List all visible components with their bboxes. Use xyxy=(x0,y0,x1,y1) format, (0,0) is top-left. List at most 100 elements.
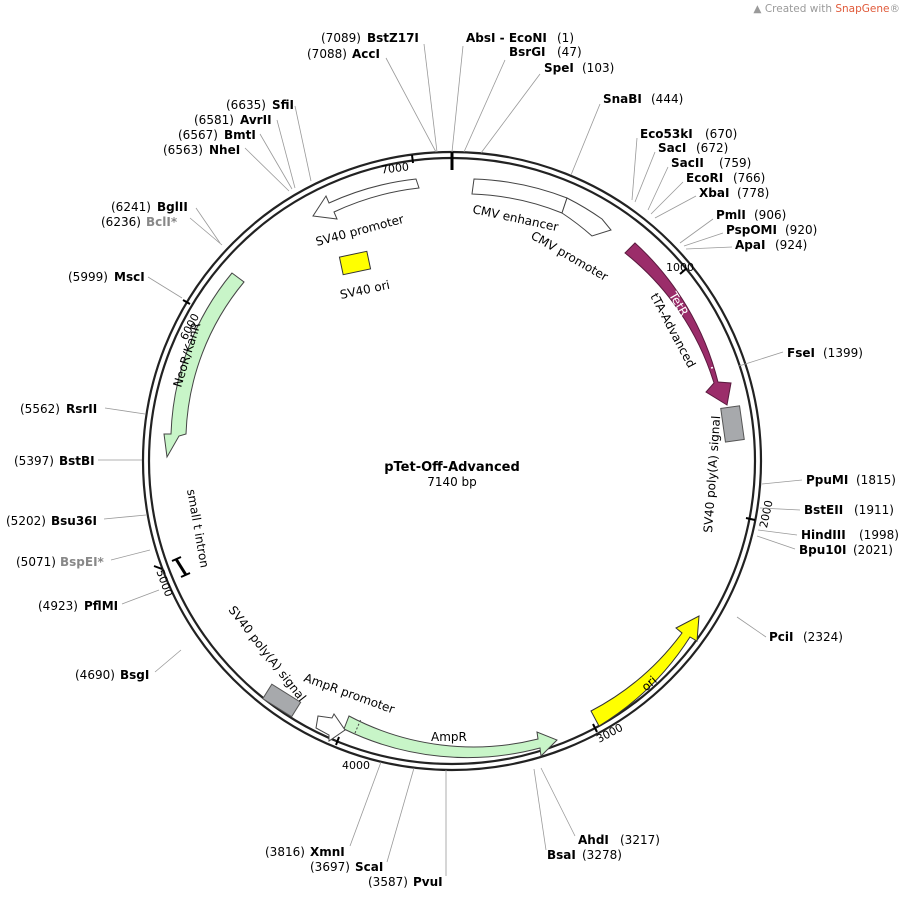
tick-1000-mark xyxy=(679,267,688,275)
small-t-intron-label: small t intron xyxy=(184,488,212,569)
site-name-spei: SpeI xyxy=(544,61,574,75)
site-connector xyxy=(294,105,312,182)
site-connector xyxy=(759,507,801,511)
site-pos-ppumi: (1815) xyxy=(856,473,896,487)
site-name-bsrgi: BsrGI xyxy=(509,45,546,59)
site-connector xyxy=(110,549,151,561)
site-pos-hindiii: (1998) xyxy=(859,528,899,542)
tick-2000: 2000 xyxy=(757,499,776,529)
site-connector xyxy=(634,151,656,203)
ampr-label: AmpR xyxy=(431,730,467,744)
site-pos-bspei: (5071) xyxy=(16,555,56,569)
neor-kanr-feature xyxy=(163,272,245,459)
tick-5000-mark xyxy=(153,565,163,570)
sv40-polya-right-feature xyxy=(720,405,745,443)
tick-7000-mark xyxy=(411,154,414,164)
site-pos-absi-econi: (1) xyxy=(557,31,574,45)
site-name-avrii: AvrII xyxy=(240,113,272,127)
sv40-polya-right-label: SV40 poly(A) signal xyxy=(701,415,723,533)
site-pos-apai: (924) xyxy=(775,238,807,252)
site-connector xyxy=(349,761,382,847)
site-name-bpu10i: Bpu10I xyxy=(799,543,846,557)
site-pos-sacii: (759) xyxy=(719,156,751,170)
tetr-junction xyxy=(710,363,727,369)
cmv-promoter-label: CMV promoter xyxy=(529,228,611,283)
ori-feature xyxy=(590,615,700,727)
site-name-bsu36i: Bsu36I xyxy=(51,514,97,528)
site-connector xyxy=(757,529,798,536)
site-pos-xmni: (3816) xyxy=(265,845,305,859)
site-connector xyxy=(451,45,464,153)
site-connector xyxy=(463,59,506,153)
site-name-ahdi: AhdI xyxy=(578,833,609,847)
restriction-sites: AbsI - EcoNI (1) BsrGI (47) SpeI (103) S… xyxy=(6,31,899,889)
site-connector xyxy=(244,147,290,192)
site-pos-fsei: (1399) xyxy=(823,346,863,360)
site-name-bsgi: BsgI xyxy=(120,668,149,682)
site-pos-bsgi: (4690) xyxy=(75,668,115,682)
site-connector xyxy=(423,43,438,153)
site-name-msci: MscI xyxy=(114,270,145,284)
site-connector xyxy=(121,589,160,605)
site-connector xyxy=(154,649,182,673)
tick-5000: 5000 xyxy=(153,568,175,599)
tick-1000: 1000 xyxy=(666,261,694,274)
credit-brand: SnapGene xyxy=(835,3,890,15)
site-name-sacii: SacII xyxy=(671,156,704,170)
site-name-apai: ApaI xyxy=(735,238,765,252)
small-t-intron-feature xyxy=(174,558,188,576)
site-pos-ahdi: (3217) xyxy=(620,833,660,847)
ampr-promoter-label: AmpR promoter xyxy=(302,671,396,717)
site-connector xyxy=(756,535,796,550)
site-pos-pcii: (2324) xyxy=(803,630,843,644)
site-connector xyxy=(195,207,221,244)
site-connector xyxy=(480,73,541,154)
ampr-feature xyxy=(343,715,558,758)
site-connector xyxy=(385,57,437,153)
site-pos-ecori: (766) xyxy=(733,171,765,185)
sv40-ori-label: SV40 ori xyxy=(339,278,391,302)
site-connector xyxy=(761,479,803,485)
plasmid-name: pTet-Off-Advanced xyxy=(384,460,520,475)
site-pos-rsrii: (5562) xyxy=(20,402,60,416)
site-name-xmni: XmnI xyxy=(310,845,345,859)
site-pos-snabi: (444) xyxy=(651,92,683,106)
site-pos-scai: (3697) xyxy=(310,860,350,874)
site-connector xyxy=(259,133,293,190)
site-pos-sfii: (6635) xyxy=(226,98,266,112)
site-connector xyxy=(685,246,733,250)
sv40-polya-left-feature xyxy=(262,683,302,718)
site-pos-pmli: (906) xyxy=(754,208,786,222)
snapgene-credit: ▲ Created with SnapGene® xyxy=(753,3,900,15)
site-name-ecori: EcoRI xyxy=(686,171,723,185)
site-pos-bsu36i: (5202) xyxy=(6,514,46,528)
site-connector xyxy=(631,137,638,201)
site-name-bsai: BsaI xyxy=(547,848,576,862)
site-pos-pspomi: (920) xyxy=(785,223,817,237)
site-name-fsei: FseI xyxy=(787,346,815,360)
site-name-acci: AccI xyxy=(352,47,380,61)
site-name-scai: ScaI xyxy=(355,860,383,874)
site-name-snabi: SnaBI xyxy=(603,92,642,106)
site-name-pcii: PciI xyxy=(769,630,794,644)
site-pos-bcli: (6236) xyxy=(101,215,141,229)
site-pos-eco53ki: (670) xyxy=(705,127,737,141)
snapgene-logo-icon: ▲ xyxy=(753,3,762,15)
tick-4000: 4000 xyxy=(342,759,370,772)
site-connector xyxy=(189,217,223,246)
site-name-bcli: BclI* xyxy=(146,215,178,229)
site-name-pmli: PmlI xyxy=(716,208,746,222)
small-t-intron-cap-top xyxy=(171,556,182,562)
site-connector xyxy=(736,616,767,638)
site-name-bmti: BmtI xyxy=(224,128,256,142)
plasmid-size: 7140 bp xyxy=(427,475,477,489)
site-pos-spei: (103) xyxy=(582,61,614,75)
sv40-polya-left-label: SV40 poly(A) signal xyxy=(226,603,309,704)
site-connector xyxy=(647,166,669,211)
site-connector xyxy=(540,767,576,837)
ampr-promoter-feature xyxy=(315,713,346,742)
ampr-junction xyxy=(354,718,362,734)
site-connector xyxy=(276,119,296,189)
site-name-pspomi: PspOMI xyxy=(726,223,777,237)
site-pos-bstz17i: (7089) xyxy=(321,31,361,45)
